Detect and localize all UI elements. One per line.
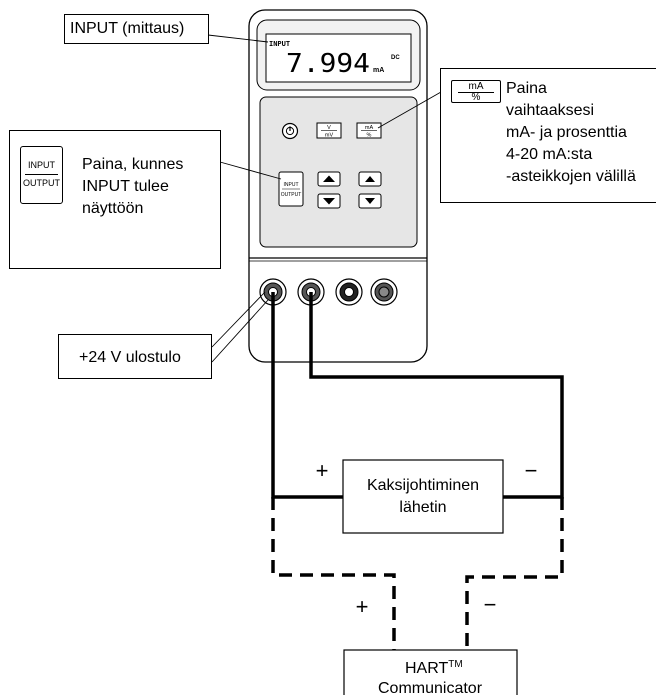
leader-ma-key — [377, 91, 442, 129]
down-arrow-button-2[interactable] — [358, 193, 382, 209]
lcd-mode-indicator: INPUT — [269, 40, 290, 48]
mv-key-label: mV — [325, 133, 334, 139]
hart-plus-sign: + — [356, 594, 369, 619]
hart-label-line2: Communicator — [378, 680, 483, 695]
hart-communicator: HARTTM Communicator + − — [343, 592, 518, 695]
icon-output-label: OUTPUT — [23, 178, 60, 188]
leader-24v-b — [211, 299, 269, 363]
callout-ma-line5: -asteikkojen välillä — [506, 168, 636, 185]
hart-lead-positive — [271, 497, 396, 650]
callout-press-input-line3: näyttöön — [82, 200, 144, 217]
wire-negative — [309, 292, 564, 499]
transmitter-label-line2: lähetin — [399, 499, 446, 516]
up-arrow-icon — [365, 176, 375, 182]
transmitter-box — [342, 459, 504, 534]
callout-ma-line4: 4-20 mA:sta — [506, 146, 593, 163]
callout-ma-line1: Paina — [506, 80, 547, 97]
callout-press-input-line2: INPUT tulee — [82, 178, 169, 195]
input-output-key-icon: INPUT OUTPUT — [20, 146, 63, 204]
lcd-dc-label: DC — [391, 55, 400, 61]
leader-input-output-key — [219, 161, 282, 180]
power-button[interactable] — [281, 122, 299, 140]
ma-percent-button[interactable]: mA % — [356, 122, 382, 139]
jack-common[interactable] — [370, 278, 398, 306]
ma-percent-key-icon: mA % — [451, 80, 501, 103]
lcd-unit: mA — [373, 67, 384, 74]
input-output-button[interactable]: INPUT OUTPUT — [278, 171, 304, 207]
callout-leaders — [207, 34, 442, 363]
hart-box — [343, 649, 518, 695]
v-key-label: V — [327, 125, 331, 131]
icon-key-divider — [25, 174, 58, 175]
up-arrow-button-1[interactable] — [317, 171, 341, 187]
leader-24v-a — [211, 291, 266, 348]
lcd-reading: 7.994 — [286, 49, 370, 79]
transmitter-plus-sign: + — [316, 458, 329, 483]
down-arrow-button-1[interactable] — [317, 193, 341, 209]
calibrator-meter: INPUT 7.994 mA DC V mV mA % — [248, 9, 428, 363]
ma-key-label: mA — [365, 125, 374, 131]
two-wire-transmitter: Kaksijohtiminen lähetin + − — [316, 458, 538, 534]
up-arrow-icon — [323, 175, 335, 182]
callout-ma-toggle: mA % Paina vaihtaaksesi mA- ja prosentti… — [440, 68, 656, 203]
jack-positive[interactable] — [335, 278, 363, 306]
transmitter-label-line1: Kaksijohtiminen — [367, 477, 479, 494]
lcd-window — [265, 33, 412, 83]
callout-24v-text: +24 V ulostulo — [79, 349, 181, 366]
callout-press-input: INPUT OUTPUT Paina, kunnes INPUT tulee n… — [9, 130, 221, 269]
icon-percent-label: % — [471, 92, 481, 103]
callout-24v-output: +24 V ulostulo — [58, 334, 212, 379]
hart-label: HARTTM — [405, 659, 463, 677]
icon-ma-label: mA — [468, 81, 484, 92]
percent-key-label: % — [367, 133, 372, 139]
input-key-label: INPUT — [284, 182, 299, 188]
hart-lead-negative — [465, 497, 564, 650]
down-arrow-icon — [365, 198, 375, 204]
hart-wiring — [271, 497, 564, 650]
v-mv-button[interactable]: V mV — [316, 122, 342, 139]
callout-ma-line3: mA- ja prosenttia — [506, 124, 627, 141]
callout-press-input-line1: Paina, kunnes — [82, 156, 184, 173]
down-arrow-icon — [323, 198, 335, 205]
callout-input-measure-text: INPUT (mittaus) — [70, 20, 185, 37]
leader-input-measure — [207, 34, 269, 43]
hart-minus-sign: − — [484, 592, 497, 617]
output-key-label: OUTPUT — [281, 192, 302, 198]
up-arrow-button-2[interactable] — [358, 171, 382, 187]
power-icon — [285, 126, 295, 136]
icon-input-label: INPUT — [28, 160, 55, 170]
callout-ma-line2: vaihtaaksesi — [506, 102, 595, 119]
callout-input-measure: INPUT (mittaus) — [64, 14, 209, 44]
icon-ma-divider — [458, 92, 494, 93]
transmitter-minus-sign: − — [525, 458, 538, 483]
